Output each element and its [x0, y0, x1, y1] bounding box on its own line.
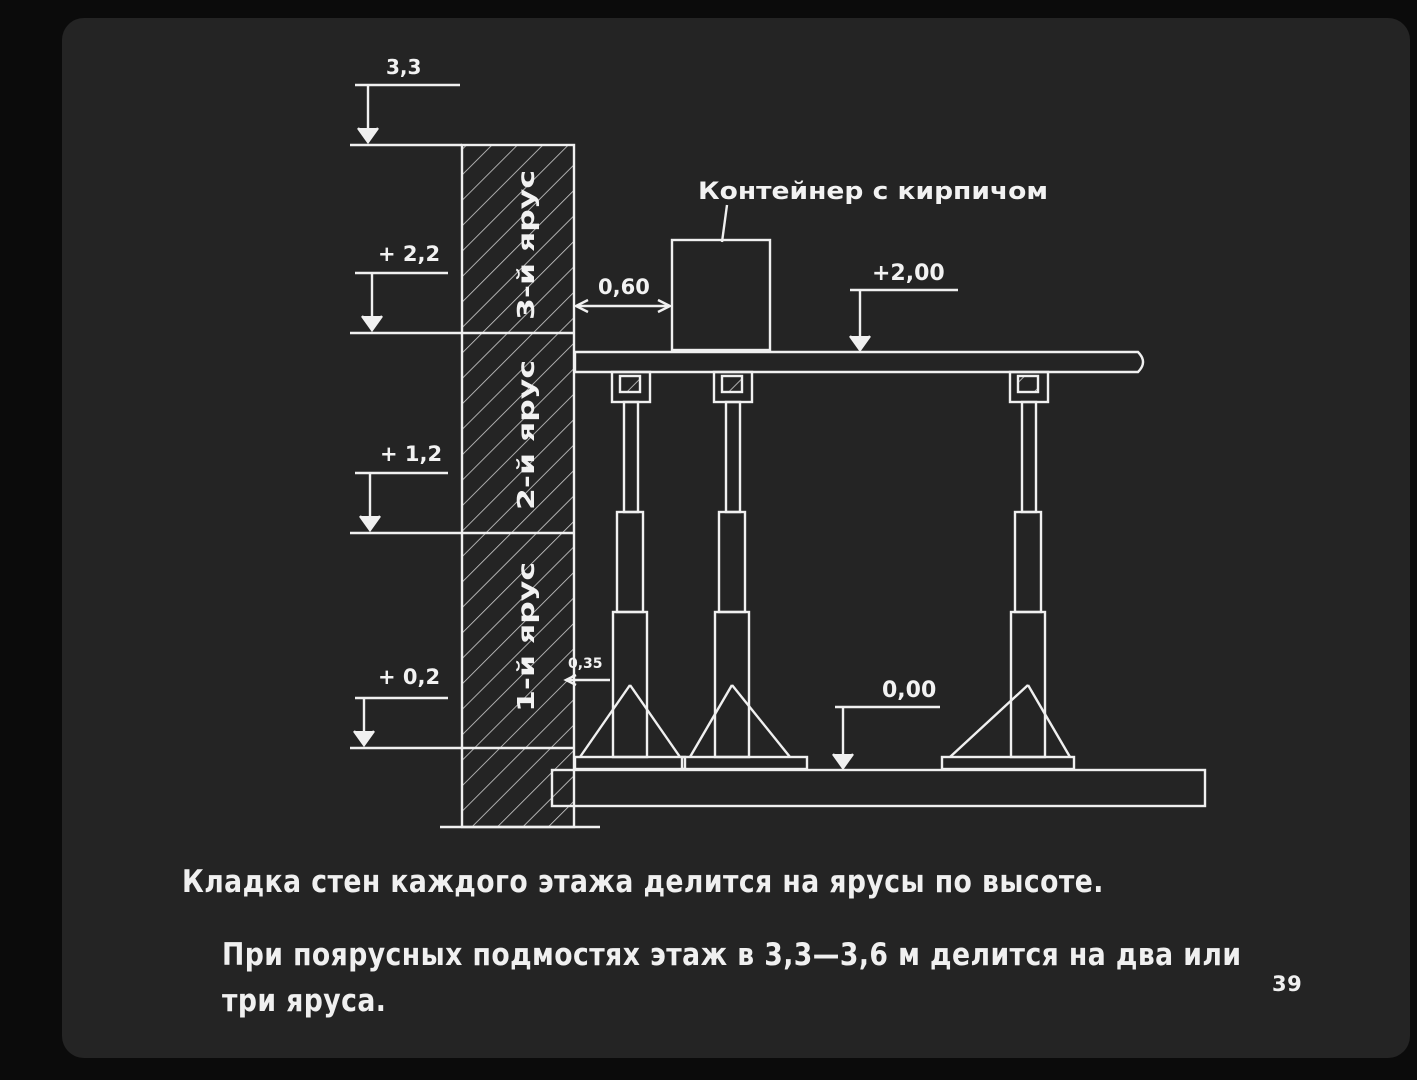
level-arrows — [353, 83, 460, 748]
scaffold-support-3 — [940, 370, 1076, 771]
brick-wall — [460, 143, 576, 829]
level-2-2-label: + 2,2 — [378, 242, 440, 266]
scaffold-support-1 — [573, 370, 687, 771]
container-offset-label: 0,60 — [598, 275, 650, 299]
caption-main: Кладка стен каждого этажа делится на яру… — [182, 864, 1104, 900]
tier-1-label: 1-й ярус — [514, 562, 540, 712]
level-1-2-label: + 1,2 — [380, 442, 442, 466]
platform-level-label: +2,00 — [872, 261, 945, 286]
tier-3-label: 3-й ярус — [514, 170, 540, 320]
top-level-label: 3,3 — [386, 55, 421, 79]
page-number: 39 — [1272, 972, 1303, 996]
slide-panel — [62, 18, 1410, 1058]
floor-slab — [550, 768, 1207, 808]
container-label: Контейнер с кирпичом — [698, 177, 1048, 205]
scaffold-support-2 — [680, 370, 809, 771]
tier-2-label: 2-й ярус — [514, 360, 540, 510]
gap-dim-label: 0,35 — [568, 656, 603, 672]
caption-sub: При поярусных подмостях этаж в 3,3—3,6 м… — [222, 937, 1242, 1019]
platform-deck — [573, 350, 1145, 374]
level-0-2-label: + 0,2 — [378, 665, 440, 689]
brick-container — [670, 238, 772, 352]
floor-level-label: 0,00 — [882, 678, 936, 703]
